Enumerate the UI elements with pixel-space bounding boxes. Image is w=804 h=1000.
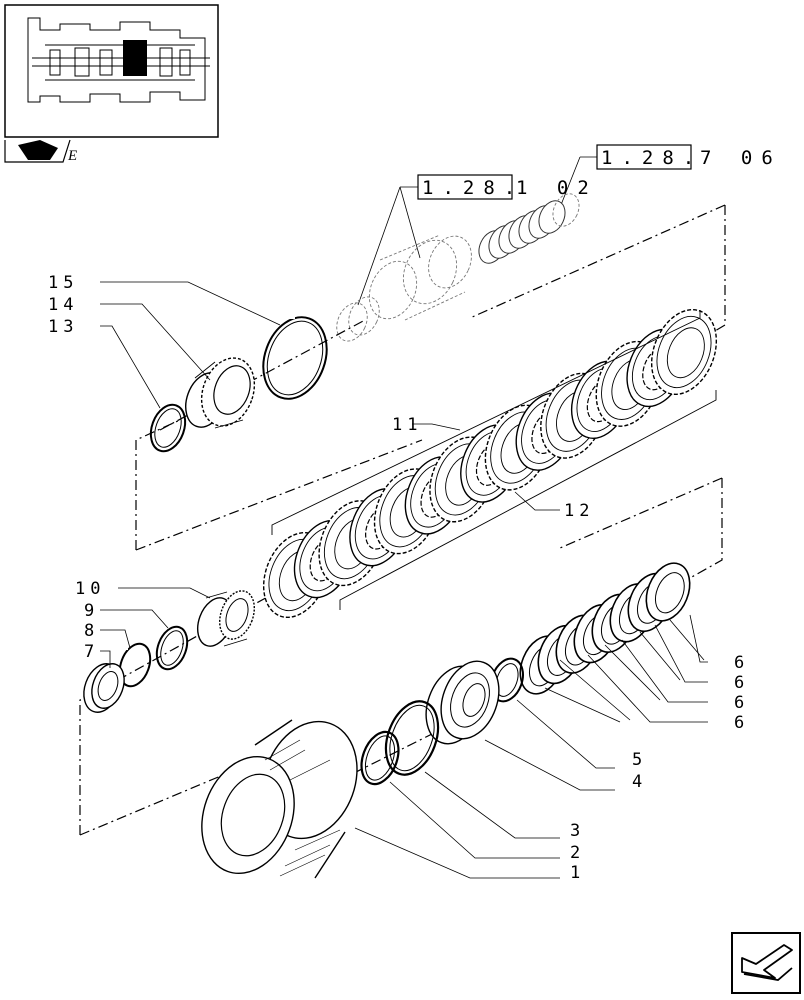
part-2-seal-ring[interactable] [355, 727, 405, 789]
callout-5[interactable]: 5 [632, 750, 647, 770]
callout-10[interactable]: 10 [75, 579, 105, 599]
reference-1-28-7-06[interactable]: 1.28. 7 06 [596, 144, 782, 170]
plate-pack-brackets [271, 310, 717, 610]
assembly-outline-lower [79, 477, 723, 836]
callout-4[interactable]: 4 [632, 772, 647, 792]
callout-12[interactable]: 12 [564, 501, 594, 521]
part-3-seal-ring[interactable] [376, 694, 447, 782]
callout-3[interactable]: 3 [570, 821, 585, 841]
callout-6-d[interactable]: 6 [734, 713, 749, 733]
callout-13[interactable]: 13 [48, 317, 78, 337]
referenced-gear-shaft-assembly [336, 193, 580, 342]
callout-1[interactable]: 1 [570, 863, 585, 883]
callout-leaders [100, 281, 708, 879]
callout-15[interactable]: 15 [48, 273, 78, 293]
spring-washer[interactable] [638, 557, 698, 628]
reference-tail-text: 7 06 [700, 147, 782, 169]
part-14-synchro-hub[interactable] [179, 351, 264, 434]
reference-box-text: 1.28. [422, 177, 524, 199]
next-page-arrow-icon[interactable] [731, 932, 801, 994]
callout-6-c[interactable]: 6 [734, 693, 749, 713]
part-15-split-ring[interactable] [252, 308, 337, 407]
part-13-snap-ring[interactable] [145, 400, 191, 456]
callout-8[interactable]: 8 [84, 621, 99, 641]
callout-9[interactable]: 9 [84, 601, 99, 621]
callout-11[interactable]: 11 [392, 415, 422, 435]
callout-6-b[interactable]: 6 [734, 673, 749, 693]
callout-labels: 15 14 13 11 12 10 9 8 7 6 6 6 6 5 4 3 2 … [48, 273, 749, 883]
transmission-thumbnail[interactable] [4, 4, 219, 138]
callout-7[interactable]: 7 [84, 642, 99, 662]
reference-box-text: 1.28. [601, 147, 703, 169]
center-axis [99, 319, 471, 801]
thumbnail-label: E [67, 148, 77, 164]
callout-14[interactable]: 14 [48, 295, 78, 315]
part-9-ring[interactable] [151, 623, 192, 674]
part-4-piston[interactable] [416, 653, 509, 752]
part-1-clutch-drum[interactable] [186, 708, 373, 886]
part-10-needle-bearing[interactable] [191, 586, 260, 651]
callout-6-a[interactable]: 6 [734, 653, 749, 673]
reference-tail-text: 1 02 [516, 177, 598, 199]
part-7-seal[interactable] [77, 659, 129, 718]
callout-2[interactable]: 2 [570, 843, 585, 863]
part-6-belleville-washers[interactable] [512, 557, 698, 701]
book-icon[interactable] [4, 139, 71, 163]
part-8-circlip[interactable] [114, 640, 155, 691]
steel-plate-toothed[interactable] [640, 300, 729, 404]
reference-1-28-1-02[interactable]: 1.28. 1 02 [417, 174, 598, 200]
clutch-plate-pack[interactable] [252, 300, 729, 627]
